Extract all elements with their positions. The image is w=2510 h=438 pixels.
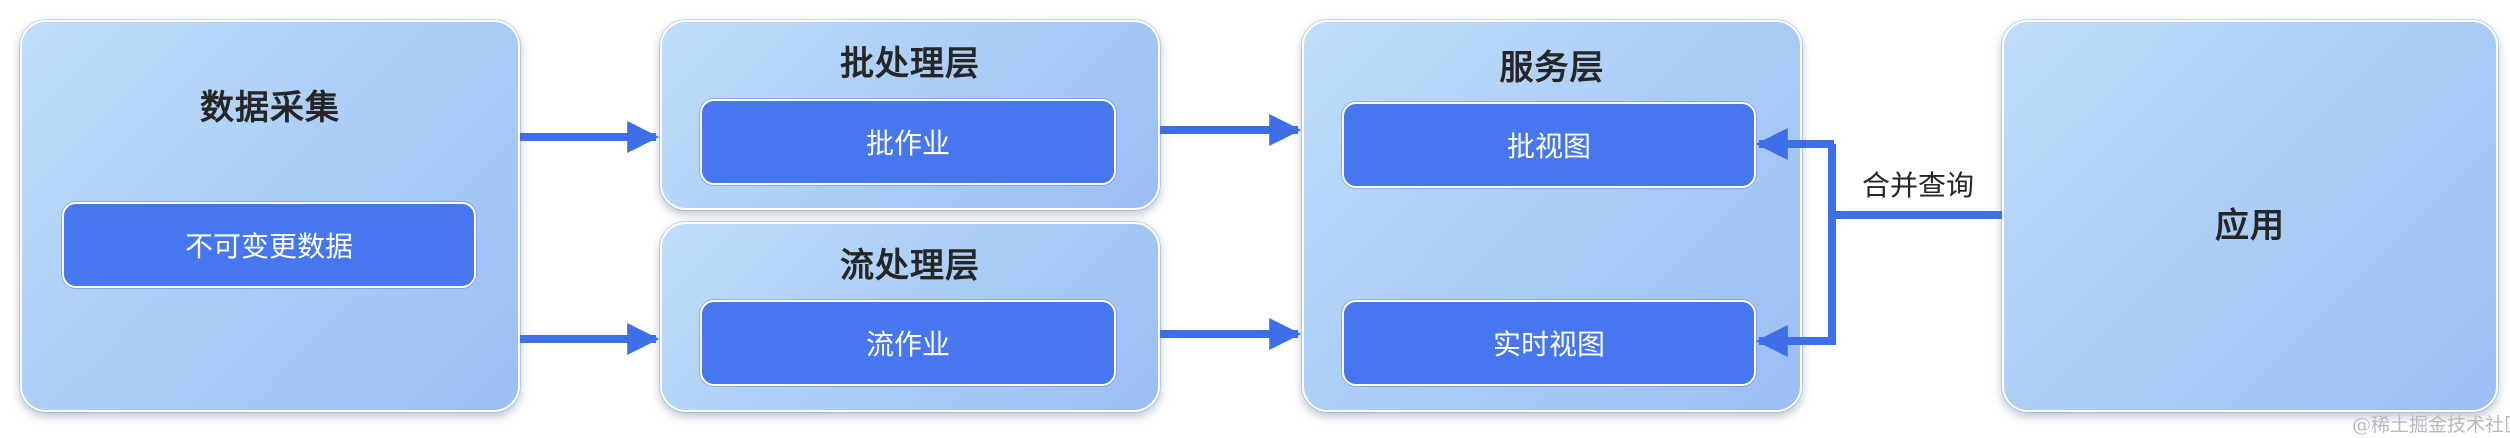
batch-job-box: 批作业 [700,99,1116,185]
watermark: @稀土掘金技术社区 [2352,414,2510,436]
data-collection-panel: 数据采集 不可变更数据 [20,20,520,412]
merge-query-label: 合并查询 [1862,169,1975,202]
application-title: 应用 [2215,206,2285,246]
serving-layer-title: 服务层 [1499,48,1605,88]
serving-layer-panel: 服务层 批视图 实时视图 [1302,20,1802,412]
stream-layer-title: 流处理层 [840,246,980,286]
stream-layer-panel: 流处理层 流作业 [660,222,1160,412]
realtime-view-box: 实时视图 [1342,300,1756,386]
batch-layer-panel: 批处理层 批作业 [660,20,1160,210]
stream-job-box: 流作业 [700,300,1116,386]
batch-view-box: 批视图 [1342,102,1756,188]
batch-layer-title: 批处理层 [840,44,980,84]
data-collection-title: 数据采集 [200,88,340,128]
immutable-data-box: 不可变更数据 [62,202,476,288]
application-panel: 应用 [2002,20,2498,412]
